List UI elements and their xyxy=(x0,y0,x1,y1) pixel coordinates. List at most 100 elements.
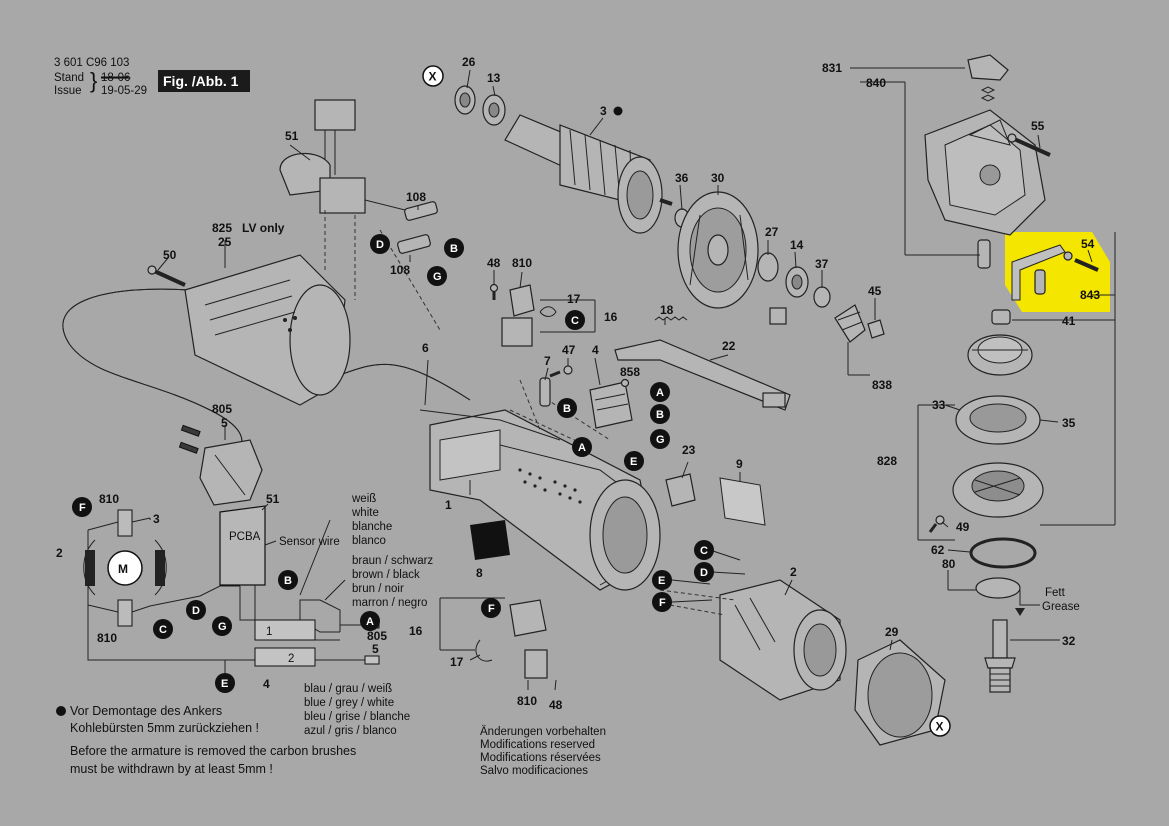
badge-a-wiring xyxy=(360,611,380,631)
callout-labels: 26 13 3 36 30 27 14 37 45 838 51 108 108… xyxy=(163,55,1100,712)
rear-housing-25 xyxy=(184,254,351,406)
spindle-32 xyxy=(984,619,1016,693)
badge-a-mid-text: A xyxy=(578,442,586,454)
label-843: 843 xyxy=(1080,288,1100,302)
crown-gear xyxy=(967,334,1033,376)
label-828: 828 xyxy=(877,454,897,468)
badge-f-stator-text: F xyxy=(659,597,666,609)
badge-set: X X D B G C A B G E B A C D E F F xyxy=(370,65,951,737)
label-2-stator: 2 xyxy=(790,565,797,579)
label-14: 14 xyxy=(790,238,804,252)
motor-label: M xyxy=(118,562,128,576)
note-en-2: must be withdrawn by at least 5mm ! xyxy=(70,762,273,776)
carbon-brush-108-lower xyxy=(397,234,431,254)
badge-f-wiring xyxy=(72,497,92,517)
label-29: 29 xyxy=(885,625,899,639)
blue-fr: bleu / grise / blanche xyxy=(304,711,410,723)
pcba-label: PCBA xyxy=(229,531,261,543)
label-48-top: 48 xyxy=(487,256,501,270)
badge-c-wiring-text: C xyxy=(159,624,167,636)
note-de-2: Kohlebürsten 5mm zurückziehen ! xyxy=(70,721,259,735)
spindle-lock-831 xyxy=(967,54,1009,102)
badge-x-top-text: X xyxy=(429,70,437,84)
badge-a-wiring-text: A xyxy=(366,616,374,628)
badge-c-holder-text: C xyxy=(571,315,579,327)
badge-x-bottom-text: X xyxy=(936,720,944,734)
badge-g-pcb-text: G xyxy=(656,434,665,446)
label-810-top: 810 xyxy=(512,256,532,270)
label-4-wiring: 4 xyxy=(263,677,270,691)
badge-g-pcb xyxy=(650,429,670,449)
highlight-843 xyxy=(1005,232,1110,312)
pinion-838 xyxy=(834,304,866,343)
label-49: 49 xyxy=(956,520,970,534)
brown-es: marron / negro xyxy=(352,597,427,609)
plug-805 xyxy=(178,424,263,506)
badge-d-brush-text: D xyxy=(376,239,384,251)
grease-en: Grease xyxy=(1042,601,1080,613)
brown-en: brown / black xyxy=(352,569,420,581)
screw-49 xyxy=(928,515,945,533)
label-41: 41 xyxy=(1062,314,1076,328)
badge-f-holder-text: F xyxy=(488,603,495,615)
label-47: 47 xyxy=(562,343,576,357)
badge-b-brush-text: B xyxy=(450,243,458,255)
spring-17 xyxy=(539,306,557,317)
brown-fr: brun / noir xyxy=(352,583,404,595)
brush-holder-810 xyxy=(501,284,535,347)
switch-block-1 xyxy=(254,619,316,641)
white-es: blanco xyxy=(352,535,386,547)
header-brace: } xyxy=(90,68,97,93)
label-108-lower: 108 xyxy=(390,263,410,277)
label-2-wiring: 2 xyxy=(56,546,63,560)
label-4-top: 4 xyxy=(592,343,599,357)
label-32: 32 xyxy=(1062,634,1076,648)
o-ring-62 xyxy=(969,537,1037,569)
washer-37 xyxy=(813,286,831,308)
screw-858 xyxy=(620,378,630,388)
white-fr: blanche xyxy=(352,521,392,533)
modifications-es: Salvo modificaciones xyxy=(480,765,588,777)
screw-50 xyxy=(147,265,186,287)
grease-leader xyxy=(1019,590,1040,606)
leader-lines xyxy=(157,67,1116,691)
badge-g-wiring xyxy=(212,616,232,636)
badge-a-pcb-text: A xyxy=(656,387,664,399)
label-23: 23 xyxy=(682,443,696,457)
label-16-top: 16 xyxy=(604,310,618,324)
badge-g-brush-text: G xyxy=(433,271,442,283)
wire-color-white: weiß white blanche blanco xyxy=(351,493,392,547)
screw-54 xyxy=(1063,251,1099,272)
white-en: white xyxy=(351,507,379,519)
motor-symbol xyxy=(107,550,143,586)
label-825-lv: LV only xyxy=(242,221,285,235)
note-de-1: Vor Demontage des Ankers xyxy=(70,704,222,718)
flange-35 xyxy=(955,395,1041,445)
bearing-flange-828 xyxy=(952,462,1044,518)
label-3: 3 xyxy=(600,104,607,118)
carbon-brush-108-upper xyxy=(404,201,438,221)
lever-843 xyxy=(1011,244,1066,301)
gear-head-840 xyxy=(924,109,1046,236)
wiring-diagram: M PCBA Sensor wire 51 1 2 F D xyxy=(56,492,387,693)
label-805-plug: 805 xyxy=(212,402,232,416)
label-9: 9 xyxy=(736,457,743,471)
figure-label: Fig. /Abb. 1 xyxy=(163,73,239,89)
washer-80 xyxy=(975,577,1021,599)
badge-a-pcb xyxy=(650,382,670,402)
switch-dash-lines xyxy=(324,210,441,331)
label-6: 6 xyxy=(422,341,429,355)
motor-cord-outline xyxy=(339,363,471,401)
badge-e-wiring-text: E xyxy=(221,678,228,690)
label-25: 25 xyxy=(218,235,232,249)
label-5-wiring: 5 xyxy=(372,642,379,656)
label-80: 80 xyxy=(942,557,956,571)
badge-b-brush xyxy=(444,238,464,258)
switch-1-label: 1 xyxy=(266,626,272,638)
label-37: 37 xyxy=(815,257,829,271)
modifications-de: Änderungen vorbehalten xyxy=(480,726,606,738)
note-bullet xyxy=(56,706,66,716)
grease-de: Fett xyxy=(1045,587,1066,599)
